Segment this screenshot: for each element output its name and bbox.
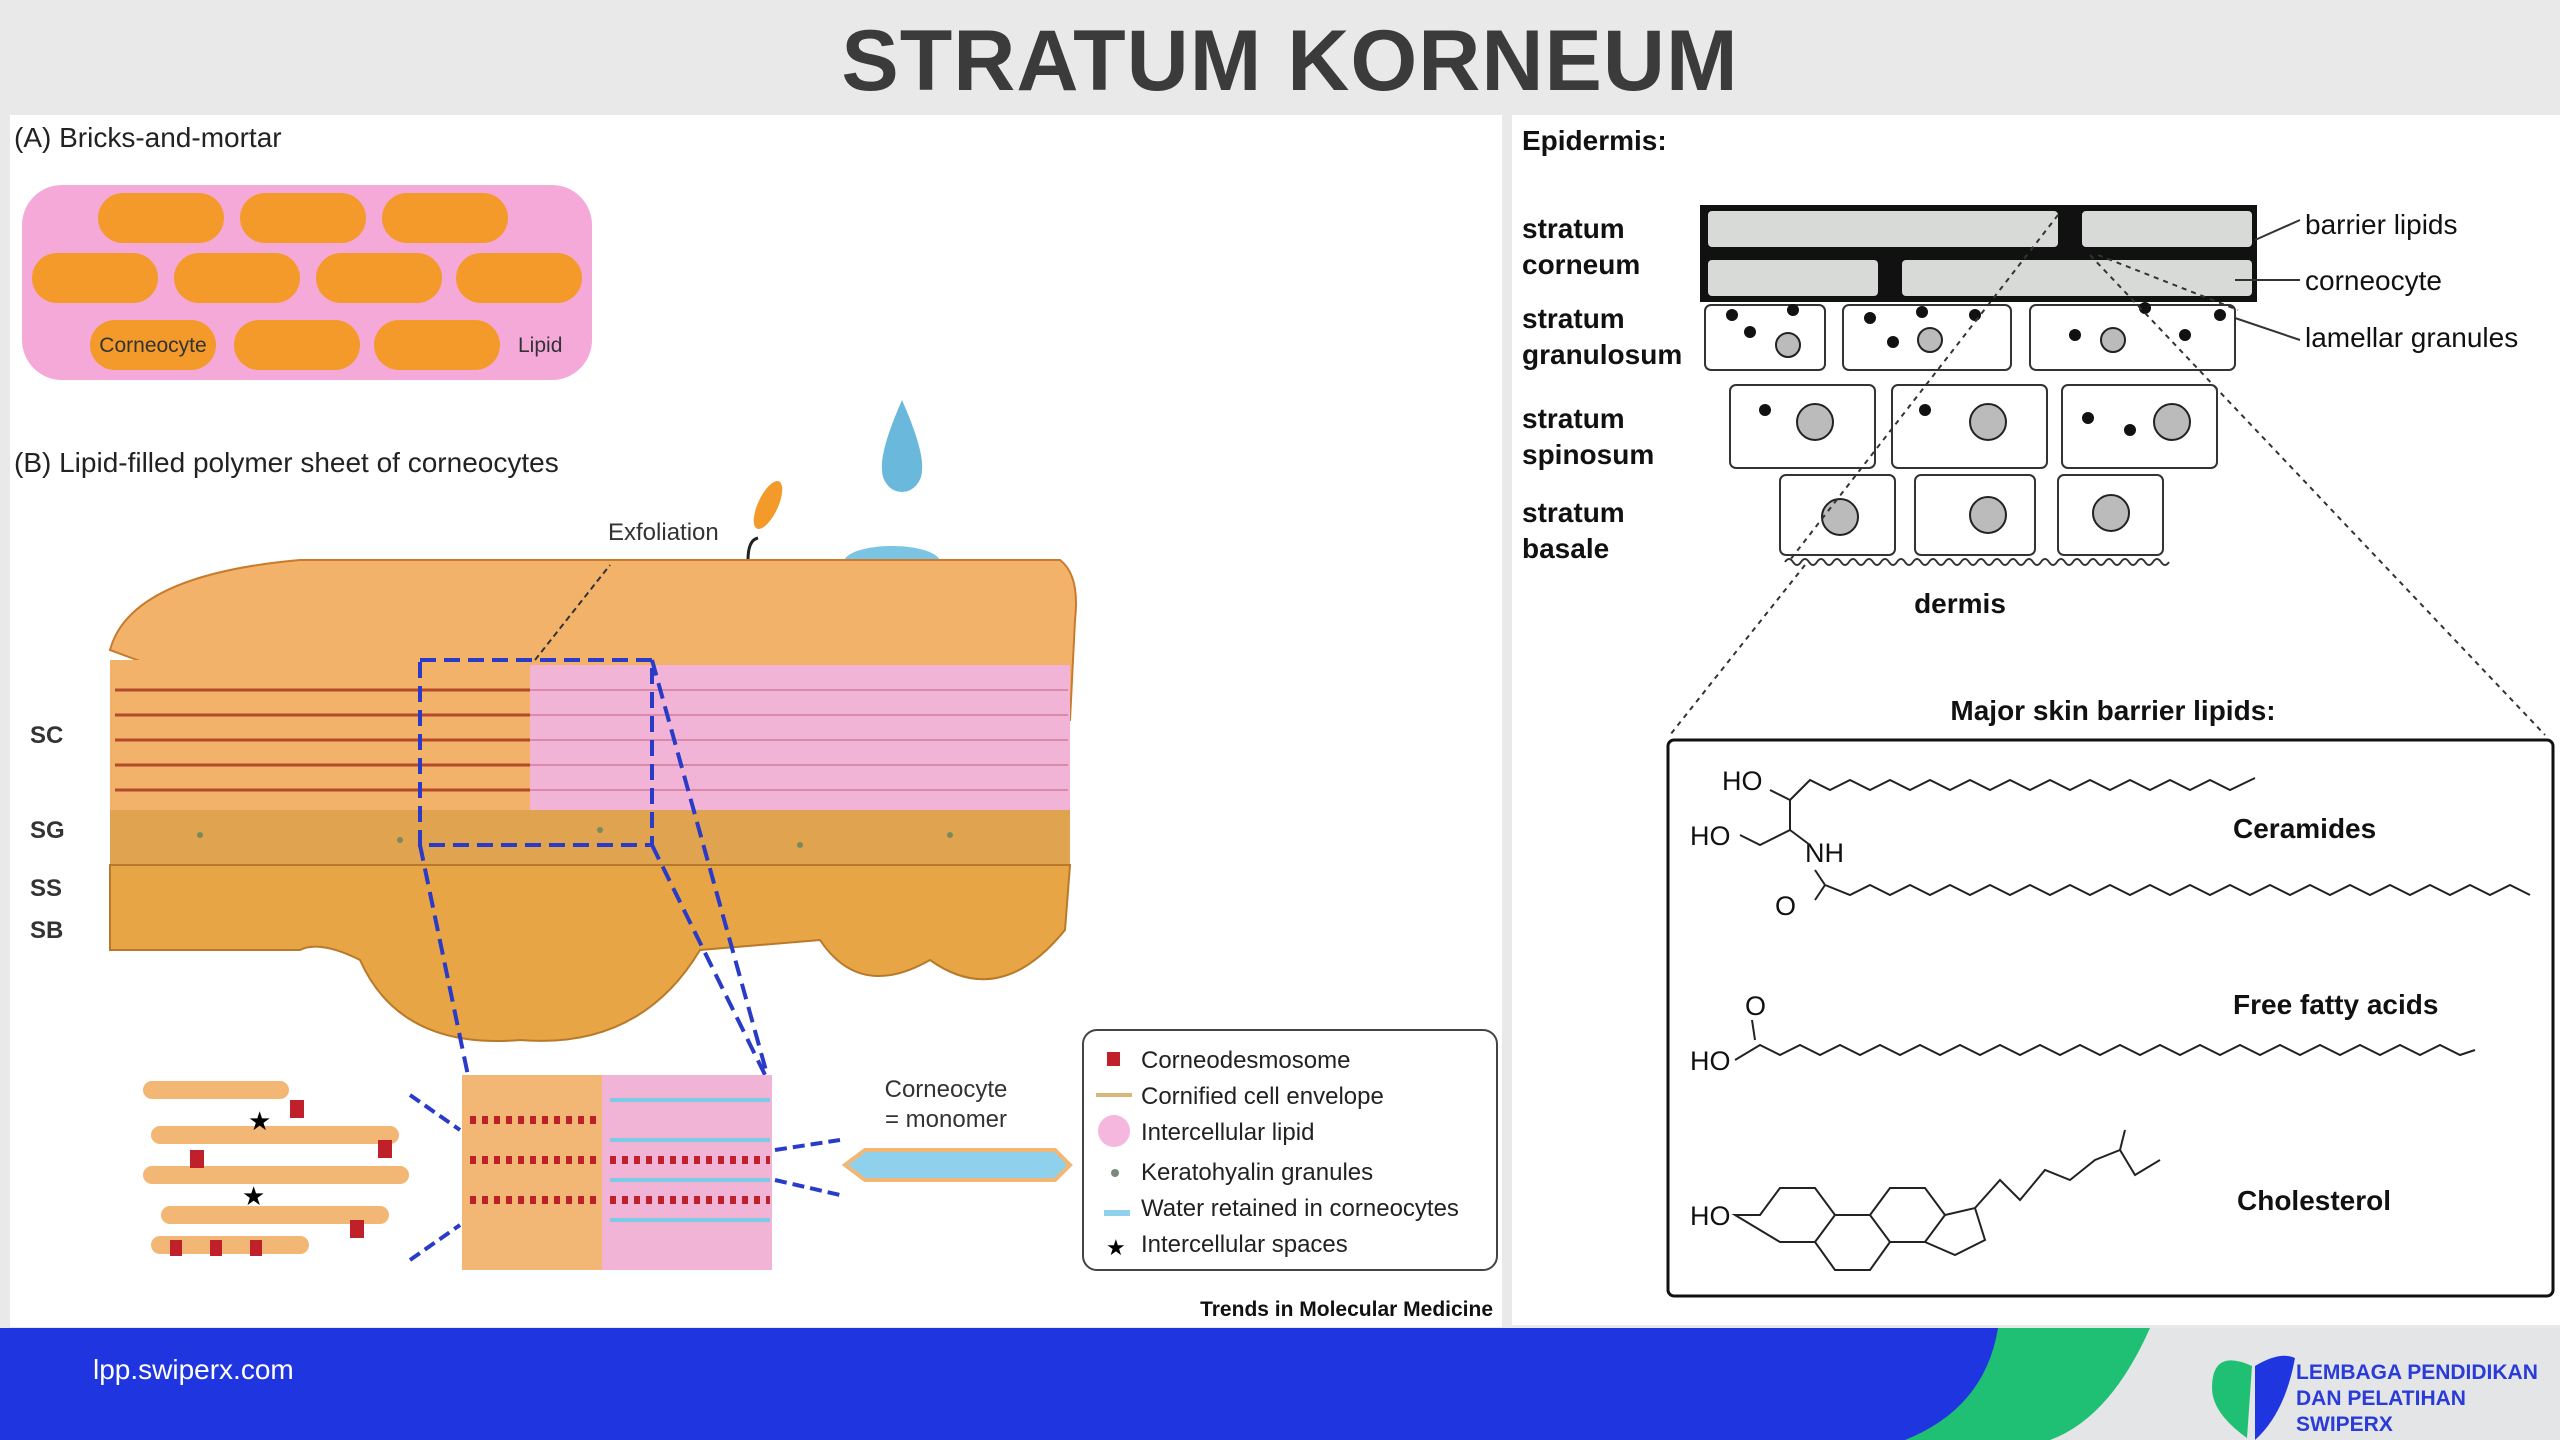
layer-label: spinosum [1522,439,1654,470]
footer [0,1328,2560,1440]
lipids-box [1666,738,2555,1298]
layer-label: stratum [1522,497,1625,528]
corneocyte-monomer-shape [841,1148,1073,1182]
legend: ★ Corneodesmosome Cornified cell envelop… [1082,1029,1498,1271]
exfoliation-arrow-icon [746,536,759,561]
callout-corneocyte: corneocyte [2305,265,2442,296]
epidermis-heading: Epidermis: [1522,125,1667,156]
layer-label: granulosum [1522,339,1682,370]
atom-label: NH [1805,838,1844,868]
svg-text:★: ★ [242,1181,265,1211]
atom-label: HO [1722,766,1763,796]
cholesterol-label: Cholesterol [2237,1185,2391,1216]
corneodesmosome-swatch [1107,1052,1120,1066]
corneocyte-inset-left: ★★ [143,1081,409,1256]
atom-label: HO [1690,821,1731,851]
layer-label-ss: SS [30,875,62,902]
layer-label-sc: SC [30,722,63,749]
ffa-label: Free fatty acids [2233,989,2438,1020]
logo-line-1: LEMBAGA PENDIDIKAN [2296,1361,2538,1384]
skin-block-diagram [108,559,1077,1086]
monomer-label-line1: Corneocyte [885,1076,1008,1103]
logo-line-2: DAN PELATIHAN SWIPERX [2296,1387,2466,1436]
layer-label: stratum [1522,403,1625,434]
legend-item: Water retained in corneocytes [1141,1195,1459,1222]
bricks-mortar-diagram: Corneocyte Lipid [22,185,592,380]
layer-label: stratum [1522,303,1625,334]
monomer-label-line2: = monomer [885,1106,1007,1133]
source-credit: Trends in Molecular Medicine [1200,1298,1493,1321]
svg-text:★: ★ [248,1106,271,1136]
atom-label: HO [1690,1046,1731,1076]
panel-a-heading: (A) Bricks-and-mortar [14,122,282,153]
logo-text: LEMBAGA PENDIDIKAN DAN PELATIHAN SWIPERX [2296,1360,2560,1438]
panel-b-heading: (B) Lipid-filled polymer sheet of corneo… [14,447,559,478]
layer-label: stratum [1522,213,1625,244]
legend-item: Keratohyalin granules [1141,1159,1373,1186]
ceramides-label: Ceramides [2233,813,2376,844]
bricks-mortar-figure: (A) Bricks-and-mortar Corneocyte Lipid (… [10,115,1502,1327]
layer-label-sg: SG [30,817,65,844]
lipids-heading: Major skin barrier lipids: [1950,695,2275,726]
legend-item: Cornified cell envelope [1141,1083,1384,1110]
atom-label: HO [1690,1201,1731,1231]
epidermis-figure: Epidermis: stratum corneum stratum granu… [1512,115,2560,1325]
lipid-swatch [1098,1115,1130,1147]
legend-item: Intercellular lipid [1141,1119,1314,1146]
granule-swatch [1111,1169,1119,1177]
dermis-label: dermis [1914,588,2006,619]
epidermis-layers-diagram [1669,205,2546,736]
flake-icon [753,481,783,529]
legend-item: Corneodesmosome [1141,1047,1350,1074]
star-icon: ★ [1106,1235,1126,1260]
atom-label: O [1745,991,1766,1021]
page-title: STRATUM KORNEUM [841,13,1739,109]
chemical-structures [1731,777,2531,1271]
atom-label: O [1775,891,1796,921]
layer-label: corneum [1522,249,1640,280]
lipid-label: Lipid [518,334,562,357]
layer-label-sb: SB [30,917,63,944]
legend-item: Intercellular spaces [1141,1231,1348,1258]
exfoliation-label: Exfoliation [608,519,719,546]
layer-label: basale [1522,533,1609,564]
swiperx-logo-icon [2212,1355,2295,1440]
callout-lamellar-granules: lamellar granules [2305,322,2518,353]
corneocyte-label: Corneocyte [99,334,206,357]
footer-url-link[interactable]: lpp.swiperx.com [93,1354,294,1385]
callout-barrier-lipids: barrier lipids [2305,209,2458,240]
water-drop-icon [881,400,923,492]
corneocyte-inset-middle [462,1075,772,1270]
